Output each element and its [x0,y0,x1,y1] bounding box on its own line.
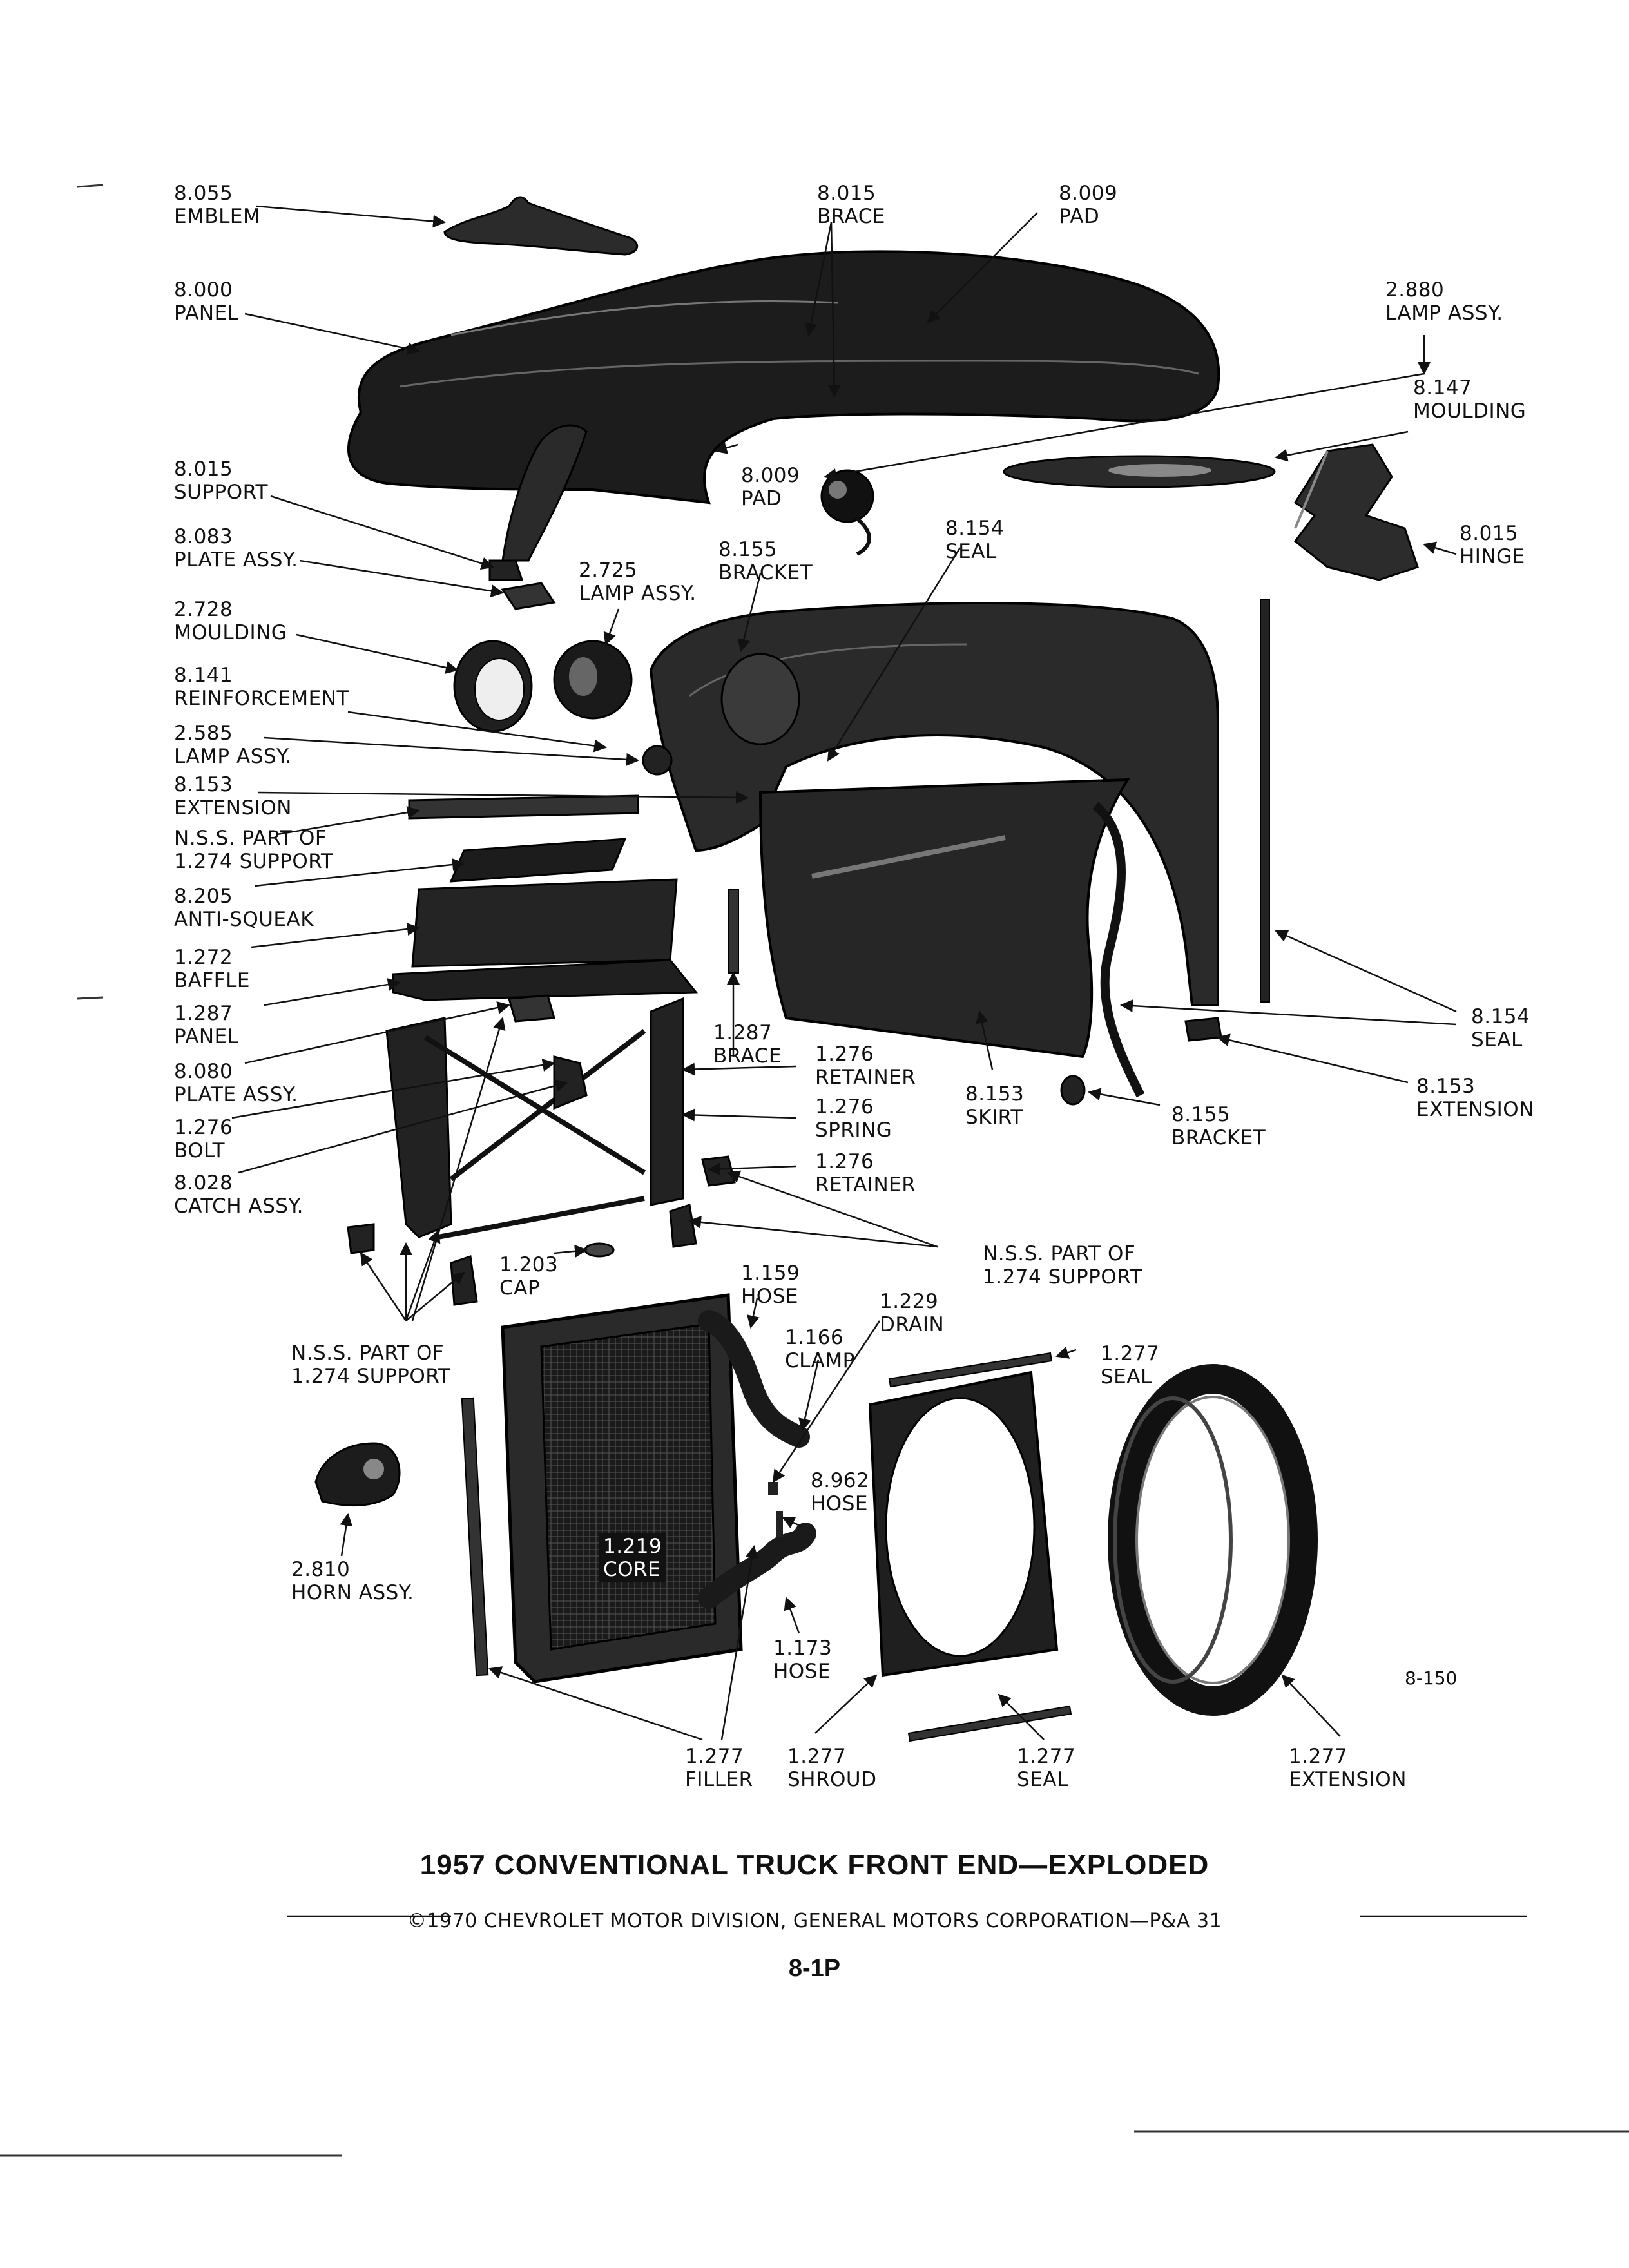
shroud-seal-bottom [907,1705,1072,1742]
page-title: 1957 CONVENTIONAL TRUCK FRONT END—EXPLOD… [419,1849,1210,1881]
emblem [443,196,639,256]
tie-rods [423,1028,646,1240]
hood-lamp [820,469,874,556]
shroud-extension-ring [1108,1364,1318,1716]
fender-seal-curved [1092,802,1145,1098]
support-bracket-3 [669,1204,697,1248]
headlamp [553,640,633,720]
hood-brace [501,424,588,562]
radiator-support-right [650,997,684,1206]
shroud-seal-top [888,1352,1053,1388]
support-bracket-1 [347,1223,375,1254]
headlamp-moulding [453,640,533,733]
brace-rod [728,889,739,974]
anti-squeak [449,838,627,883]
baffle [411,878,678,968]
hood-moulding [1003,455,1276,488]
parking-lamp [642,745,673,776]
scan-marks [0,184,1629,2157]
extension-bar [408,794,639,820]
filler-strip [461,1397,489,1677]
hood-support [488,559,524,581]
small-hose [776,1511,783,1537]
leader-lines [231,205,1457,1741]
radiator-support-left [385,1017,452,1238]
plate-assy [501,582,556,610]
fender-extension-small [1184,1017,1222,1042]
horn [314,1442,401,1506]
support-bracket-4 [701,1155,736,1187]
radiator [501,1293,743,1684]
page-number: 8-1P [788,1955,841,1982]
fender [649,602,1219,1006]
fan-shroud [868,1370,1059,1677]
upper-hose [698,1310,810,1448]
copyright-line: ©1970 CHEVROLET MOTOR DIVISION, GENERAL … [407,1910,1222,1932]
hood-hinge [1293,443,1419,581]
catch-plate [508,994,555,1023]
fender-seal-strip [1260,599,1270,1003]
lower-hose [698,1523,816,1609]
fender-bracket [1060,1075,1086,1106]
drain-cock [768,1482,778,1495]
fender-skirt [758,778,1130,1059]
figure-number: 8-150 [1405,1667,1458,1689]
radiator-cap [584,1242,615,1258]
